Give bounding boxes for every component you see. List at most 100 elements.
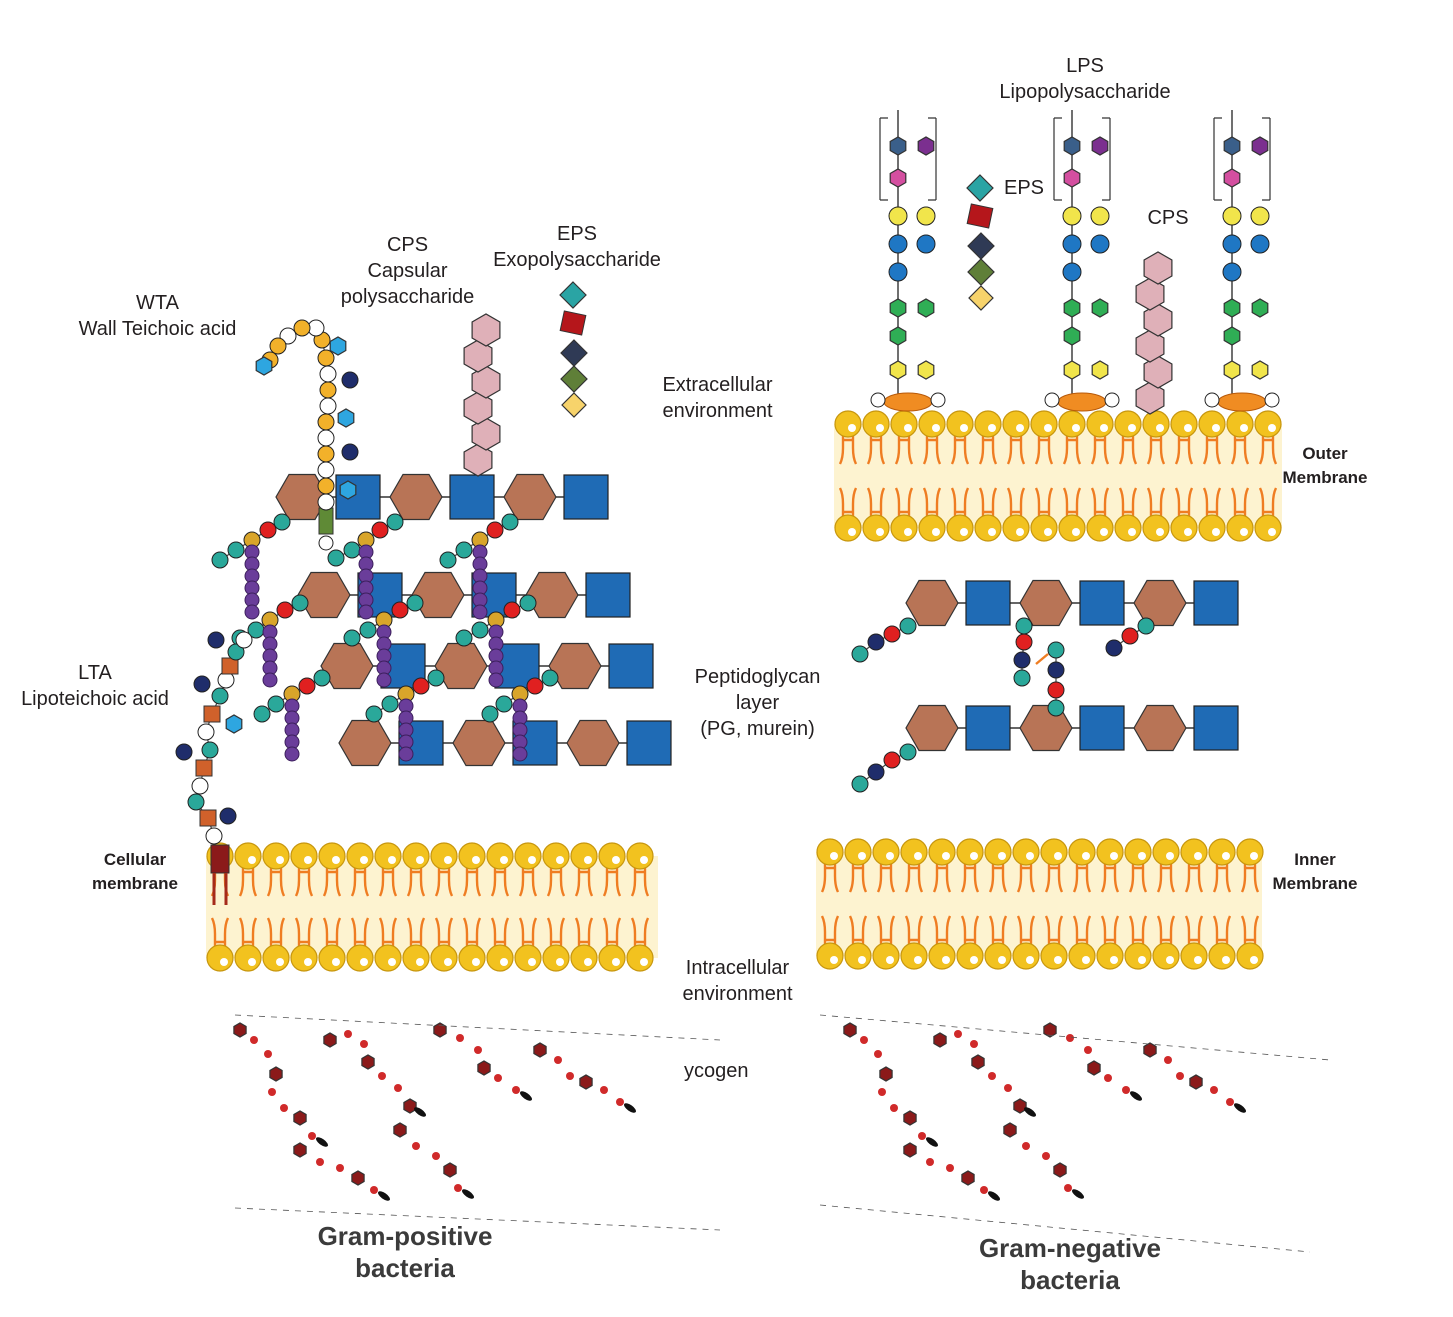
glycine-bead: [244, 604, 260, 620]
glycogen-glucose-unit: [433, 1022, 447, 1038]
glycogen-glucose-unit: [903, 1110, 917, 1126]
lipid-head-shine: [1212, 528, 1220, 536]
lipid-tail-top: [294, 868, 314, 897]
lipid-head-top: [1096, 838, 1124, 866]
wta-ribitol-bead: [293, 319, 311, 337]
nag-sugar-hexagon: [905, 704, 959, 752]
core-sugar-yellow: [1223, 360, 1241, 380]
lipid-head-shine: [332, 856, 340, 864]
core-sugar-green: [917, 298, 935, 318]
nag-sugar-hexagon: [1133, 579, 1187, 627]
glycogen-enzyme: [462, 1189, 474, 1199]
glycogen-glucose-unit: [494, 1074, 502, 1082]
lipid-tail-top: [978, 436, 998, 465]
lipid-tail-bottom: [238, 917, 258, 946]
lipid-head-shine: [876, 528, 884, 536]
amino-acid-bead: [1013, 651, 1031, 669]
gp-peptide-stem-8: [365, 669, 445, 723]
lipid-tail-bottom: [490, 917, 510, 946]
lipid-tail-top: [1184, 864, 1204, 893]
amino-acid-bead: [276, 601, 294, 619]
glycogen-glucose-unit: [403, 1098, 417, 1114]
glycogen-glucose-unit: [954, 1030, 962, 1038]
glycogen-glucose-unit: [443, 1162, 457, 1178]
glycogen-glucose-unit: [600, 1086, 608, 1094]
nam-sugar-square: [965, 705, 1011, 751]
lipid-head-shine: [500, 958, 508, 966]
glycogen-glucose-unit: [1210, 1086, 1218, 1094]
gp-cps-full-line2: polysaccharide: [340, 286, 475, 308]
gn-peptide-stem-5: [1047, 641, 1065, 717]
lipid-tail-bottom: [266, 917, 286, 946]
lipid-head-shine: [1184, 424, 1192, 432]
glycogen-glucose-unit: [874, 1050, 882, 1058]
lipid-head-shine: [388, 958, 396, 966]
cps-sugar-hexagon: [463, 443, 493, 477]
glycogen-glucose-unit: [554, 1056, 562, 1064]
glycogen-glucose-unit: [1064, 1184, 1072, 1192]
nam-sugar-square: [585, 572, 631, 618]
lipid-head-shine: [1212, 424, 1220, 432]
wta-alanine-bead: [341, 443, 359, 461]
core-sugar-green: [1063, 326, 1081, 346]
gn-pane-bottom-edge: [819, 1204, 1311, 1253]
gp-peptide-stem-3: [439, 513, 519, 569]
lipid-tail-bottom: [1212, 915, 1232, 944]
o-antigen-sugar: [917, 136, 935, 156]
lipid-head-bottom: [570, 944, 598, 972]
gn-eps-label: EPS: [994, 175, 1054, 201]
cellular-membrane-label: Cellular membrane: [75, 848, 195, 896]
lipid-head-shine: [942, 956, 950, 964]
glycogen-glucose-unit: [1022, 1142, 1030, 1150]
amino-acid-bead: [313, 669, 331, 687]
amino-acid-bead: [391, 601, 409, 619]
lps-molecule-1: [870, 110, 946, 412]
lipid-head-bottom: [1012, 942, 1040, 970]
nam-sugar-square: [608, 643, 654, 689]
lta-bead: [201, 741, 219, 759]
lipid-head-shine: [1222, 852, 1230, 860]
lps-molecule-2: [1044, 110, 1120, 412]
lipid-head-bottom: [346, 944, 374, 972]
lipid-head-shine: [886, 852, 894, 860]
wta-ribitol-bead: [317, 477, 335, 495]
lipid-head-shine: [1082, 956, 1090, 964]
amino-acid-bead: [481, 705, 499, 723]
lipid-tail-bottom: [876, 915, 896, 944]
amino-acid-bead: [267, 695, 285, 713]
lipid-tail-bottom: [820, 915, 840, 944]
lipid-head-shine: [1138, 956, 1146, 964]
lipid-tails: [922, 436, 942, 516]
lipid-head-top: [956, 838, 984, 866]
lipid-head-top: [430, 842, 458, 870]
lipid-head-bottom: [1236, 942, 1264, 970]
gram-positive-title-line1: Gram-positive: [317, 1221, 493, 1251]
amino-acid-bead: [503, 601, 521, 619]
amino-acid-bead: [343, 629, 361, 647]
glycogen-glucose-unit: [1122, 1086, 1130, 1094]
glycogen-glucose-unit: [1003, 1122, 1017, 1138]
lipid-tail-top: [876, 864, 896, 893]
lipid-head-top: [1208, 838, 1236, 866]
amino-acid-bead: [867, 633, 885, 651]
lipid-head-shine: [1184, 528, 1192, 536]
lipid-head-shine: [248, 856, 256, 864]
amino-acid-bead: [526, 677, 544, 695]
lipid-head-shine: [416, 958, 424, 966]
core-sugar-blue: [1090, 234, 1110, 254]
lta-alanine-bead: [207, 631, 225, 649]
lipid-head-bottom: [1226, 514, 1254, 542]
core-sugar-green: [1063, 298, 1081, 318]
lipid-tail-bottom: [406, 917, 426, 946]
gp-peptidoglycan-strand-2: [297, 571, 631, 619]
gp-cps-label: CPS Capsular polysaccharide: [320, 232, 495, 310]
lipid-tail-bottom: [988, 915, 1008, 944]
gram-positive-cellular-membrane: [206, 842, 658, 972]
lipid-tail-bottom: [1156, 915, 1176, 944]
glycogen-glucose-unit: [1087, 1060, 1101, 1076]
lipid-head-shine: [998, 956, 1006, 964]
cellular-membrane-line2: membrane: [92, 874, 178, 893]
core-sugar-green: [1251, 298, 1269, 318]
lipid-head-bottom: [918, 514, 946, 542]
lipid-tail-bottom: [1072, 915, 1092, 944]
